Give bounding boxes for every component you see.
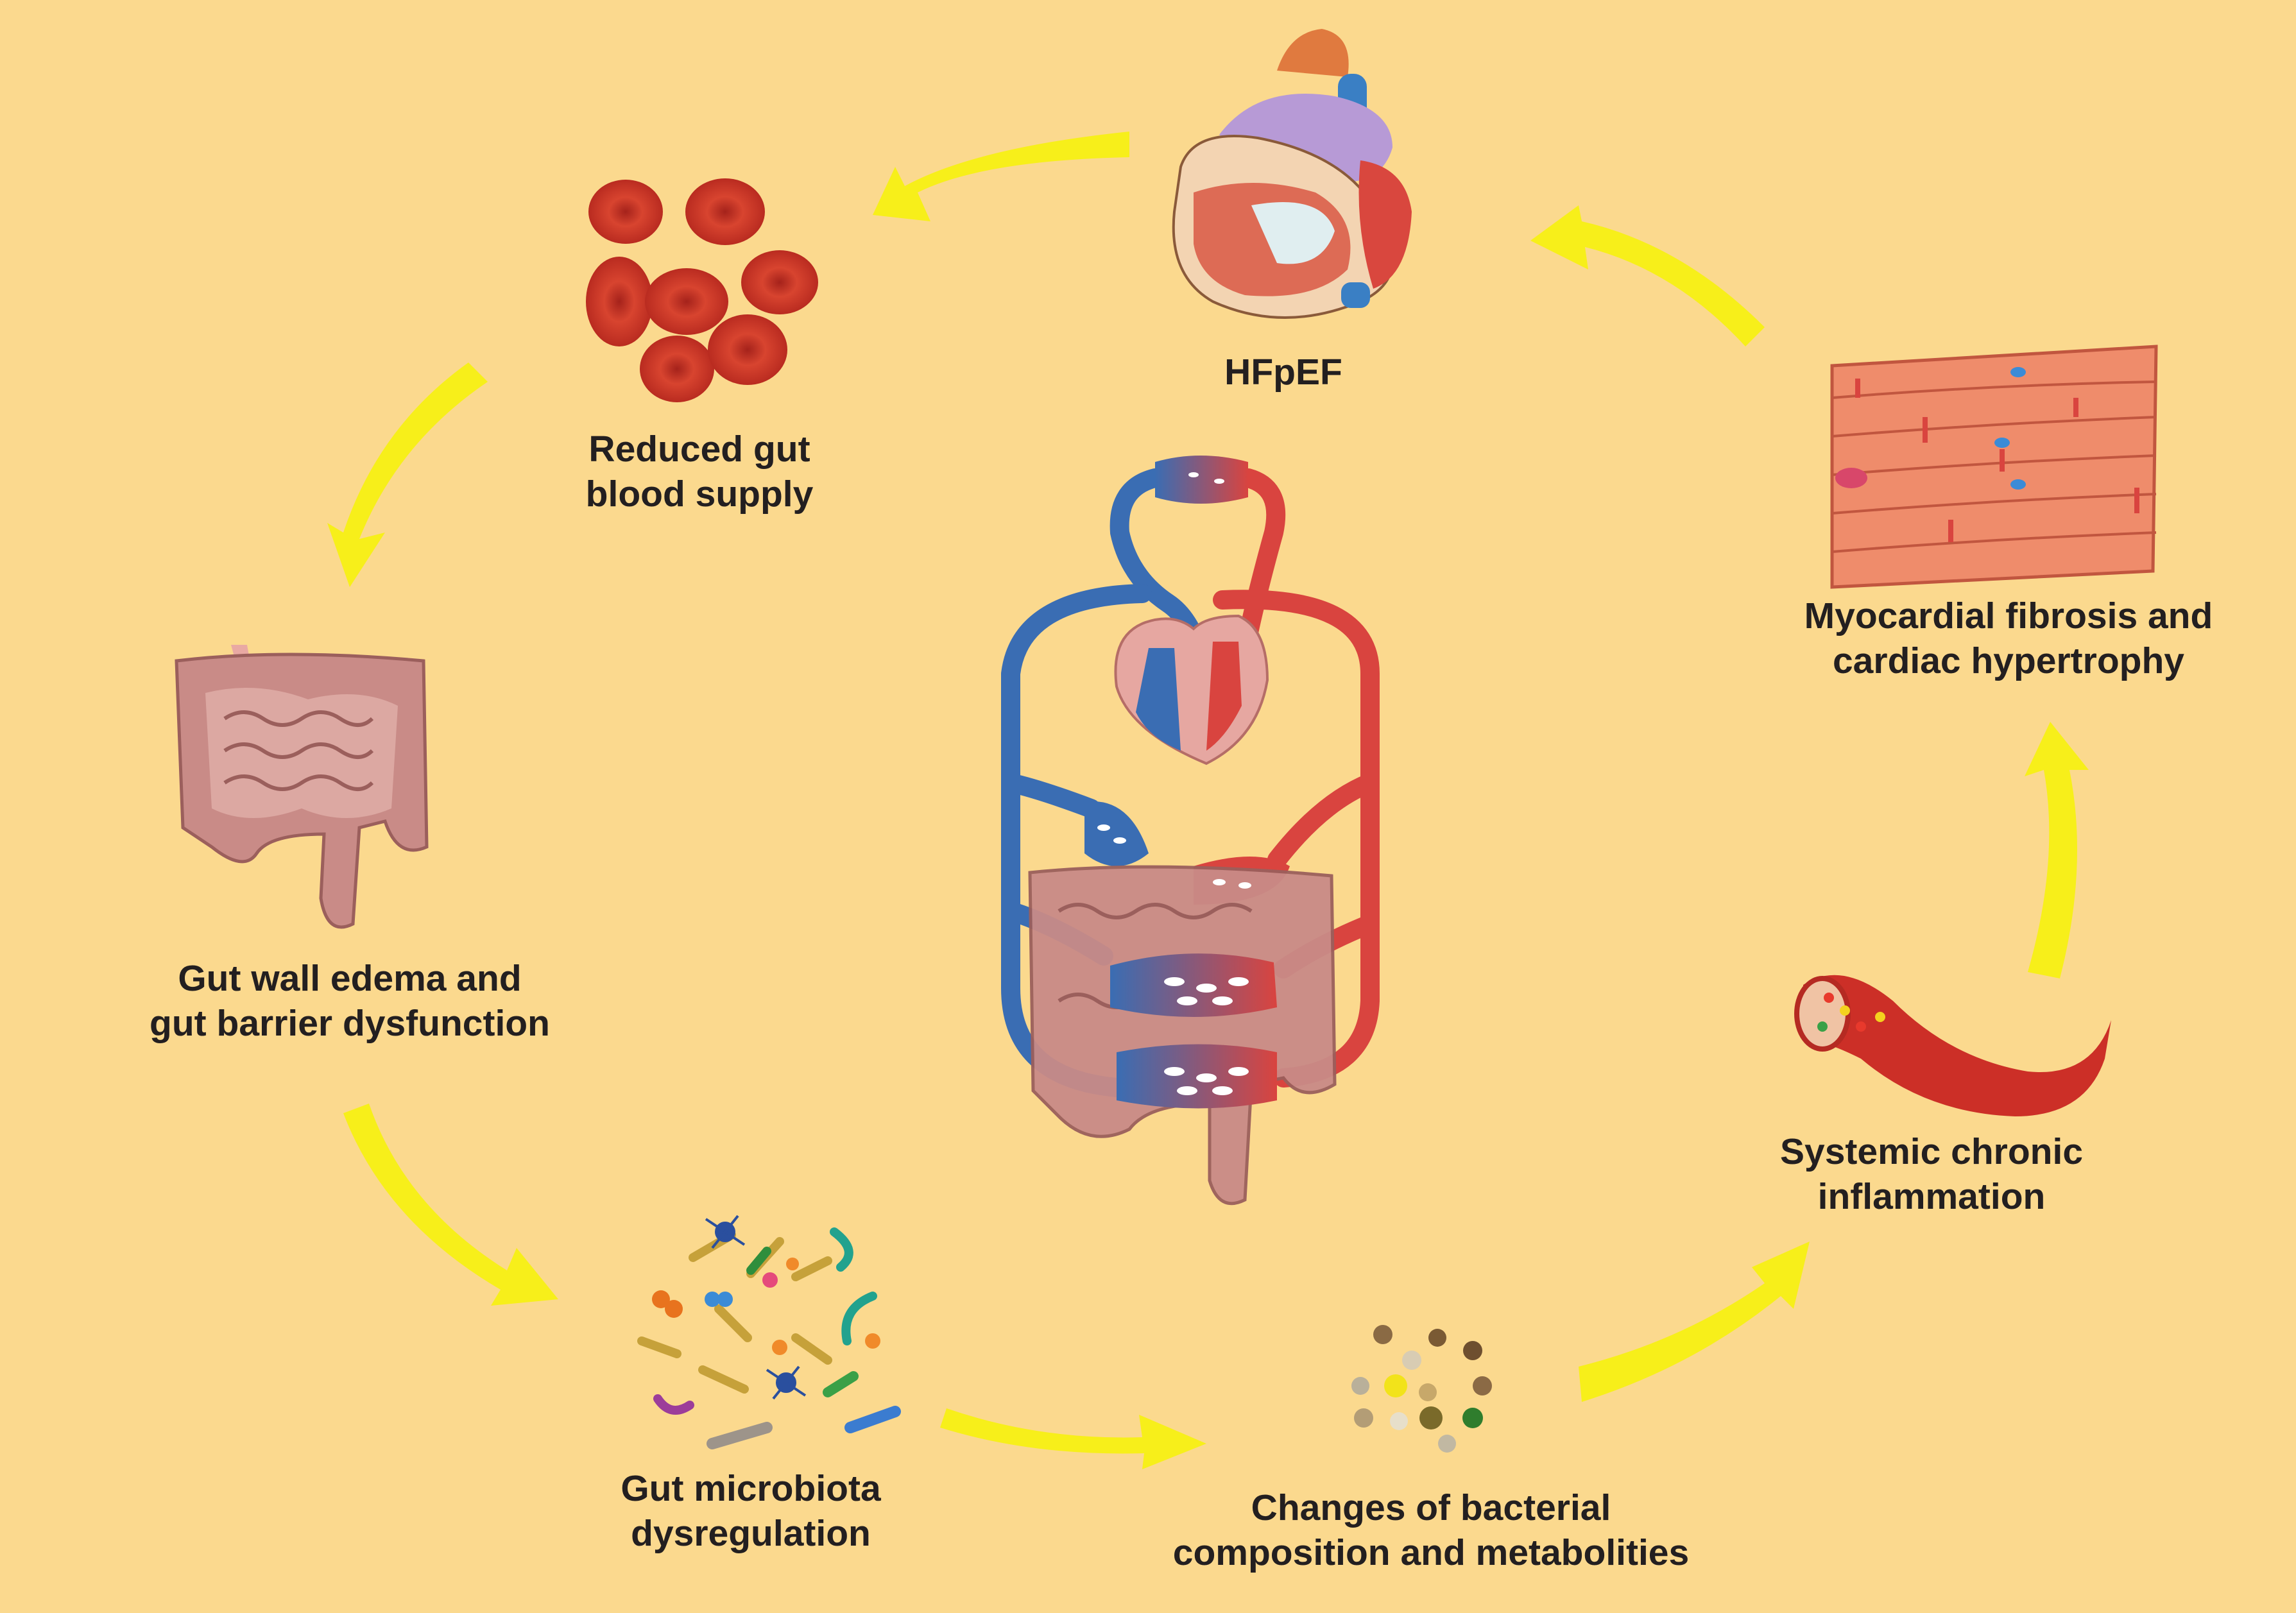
capillary-gut-lower (1117, 1044, 1277, 1109)
circulation-diagram (1001, 456, 1380, 1206)
label-line-2: blood supply (585, 474, 814, 515)
arrow-gut-to-microbiota (343, 1104, 558, 1306)
cycle-arrows (327, 132, 2089, 1469)
heart-center (1114, 614, 1269, 765)
label-line-1: Myocardial fibrosis and (1804, 595, 2213, 636)
label-line-2: gut barrier dysfunction (150, 1003, 550, 1044)
label-line-1: Reduced gut (588, 429, 810, 470)
arrow-microbiota-to-bacterial (940, 1408, 1206, 1469)
label-gut-wall-edema: Gut wall edema and gut barrier dysfuncti… (116, 956, 584, 1046)
label-line-2: dysregulation (631, 1513, 871, 1554)
label-systemic-inflammation: Systemic chronic inflammation (1733, 1129, 2130, 1219)
label-line-1: Gut wall edema and (178, 958, 522, 999)
inflamed-vessel (1794, 975, 2111, 1116)
arrow-fibrosis-to-heart (1530, 205, 1765, 346)
arrow-inflammation-to-fibrosis (2025, 722, 2089, 978)
label-hfpef-text: HFpEF (1224, 352, 1342, 393)
red-blood-cells (586, 178, 818, 402)
label-line-1: Gut microbiota (621, 1468, 881, 1509)
arrow-blood-to-gut (327, 363, 488, 587)
label-line-1: Systemic chronic (1779, 1131, 2084, 1172)
arrow-bacterial-to-inflammation (1579, 1242, 1810, 1402)
label-line-2: inflammation (1817, 1176, 2046, 1217)
heart-illustration (1172, 29, 1412, 319)
intestine-center (1028, 865, 1337, 1206)
label-line-1: Changes of bacterial (1251, 1487, 1611, 1528)
label-line-2: cardiac hypertrophy (1832, 640, 2184, 681)
metabolite-particles (1351, 1325, 1492, 1453)
arrow-heart-to-blood (873, 132, 1129, 221)
capillary-upper (1084, 801, 1149, 866)
label-bacterial-changes: Changes of bacterial composition and met… (1149, 1485, 1713, 1575)
muscle-fibers (1830, 345, 2158, 589)
label-line-2: composition and metabolities (1172, 1532, 1690, 1573)
label-reduced-blood-supply: Reduced gut blood supply (552, 427, 847, 516)
capillary-gut-upper (1110, 953, 1277, 1017)
capillary-lungs (1155, 456, 1248, 504)
label-gut-microbiota: Gut microbiota dysregulation (578, 1466, 924, 1556)
artery-pulmonary (1238, 468, 1286, 645)
label-myocardial-fibrosis: Myocardial fibrosis and cardiac hypertro… (1784, 593, 2233, 683)
label-hfpef: HFpEF (1219, 350, 1348, 395)
bacteria-cluster (637, 1215, 901, 1449)
intestine-illustration (175, 645, 429, 929)
